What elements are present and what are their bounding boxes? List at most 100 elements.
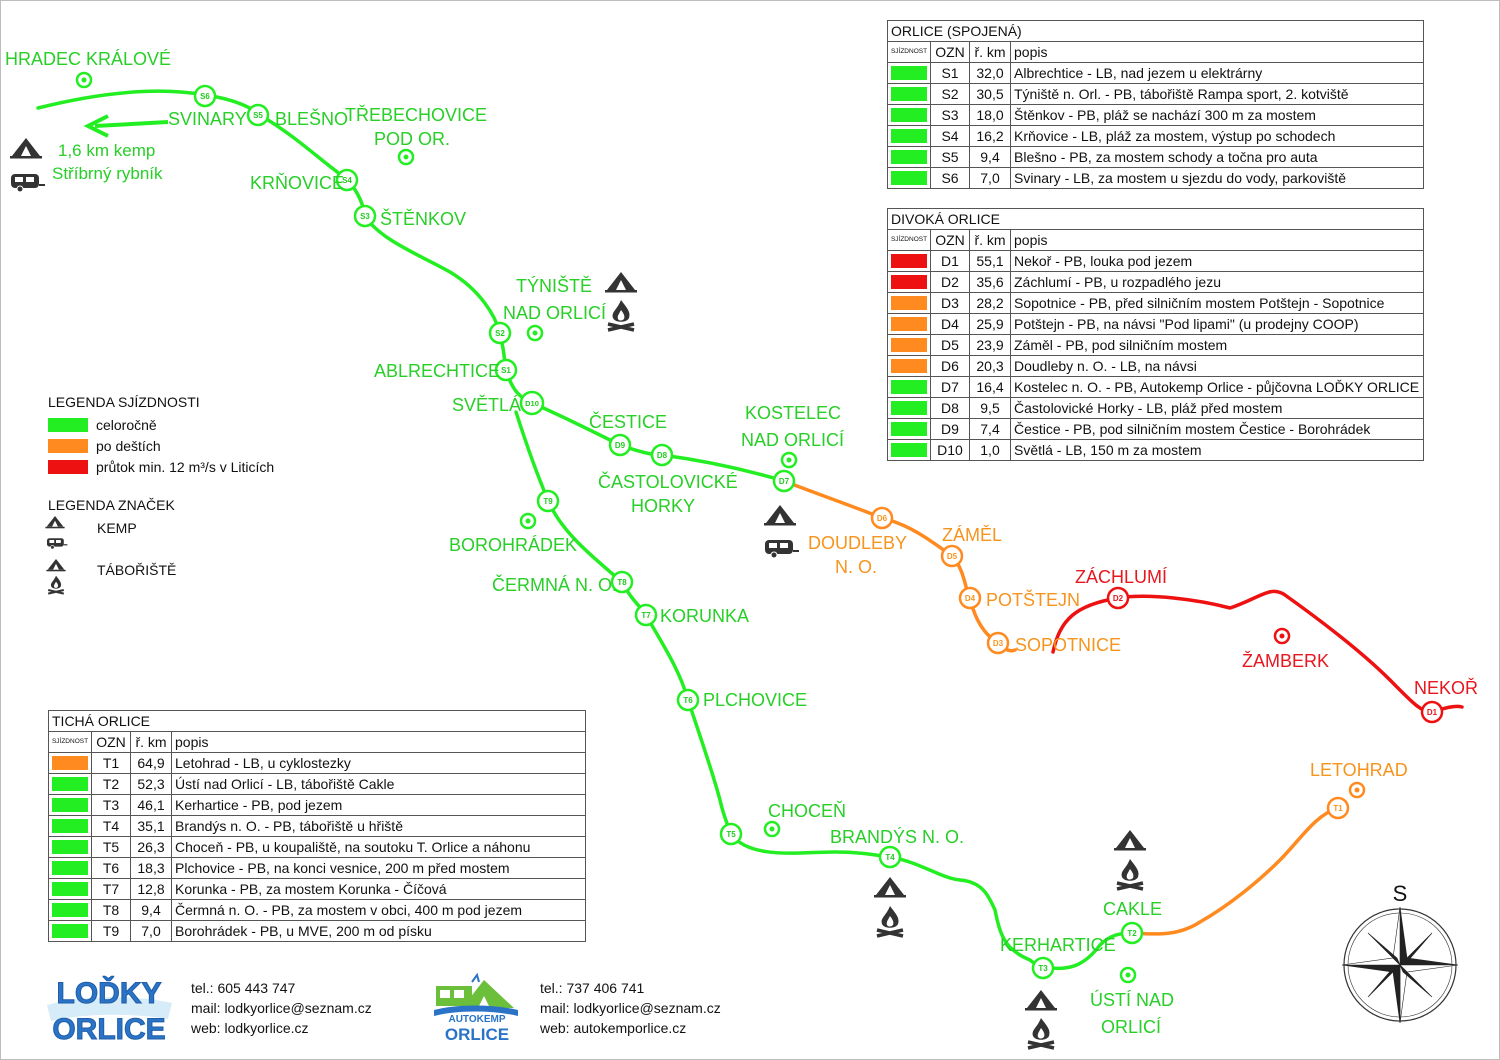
sjizdnost-swatch	[49, 879, 92, 899]
svg-text:ORLICE: ORLICE	[52, 1013, 165, 1046]
status-color	[52, 756, 88, 770]
cell-popis: Choceň - PB, u koupaliště, na soutoku T.…	[175, 839, 531, 855]
place-potstejn: POTŠTEJN	[986, 589, 1080, 610]
tent-icon	[874, 877, 906, 898]
cell-km: 23,9	[970, 335, 1011, 355]
place-doudleby-2: N. O.	[835, 557, 877, 577]
place-cakle: CAKLE	[1103, 899, 1162, 919]
contact-mail[interactable]: mail: lodkyorlice@seznam.cz	[540, 1000, 721, 1016]
kemp-arrow	[83, 114, 169, 138]
sjizdnost-swatch	[49, 837, 92, 857]
contact-mail[interactable]: mail: lodkyorlice@seznam.cz	[191, 1000, 372, 1016]
status-color	[891, 422, 927, 436]
place-doudleby-1: DOUDLEBY	[808, 533, 907, 553]
cell-popis: Svinary - LB, za mostem u sjezdu do vody…	[1014, 170, 1346, 186]
place-kostelec-1: KOSTELEC	[745, 403, 841, 423]
station-t9: T9	[536, 489, 560, 513]
table-title: TICHÁ ORLICE	[49, 711, 585, 732]
status-color	[891, 296, 927, 310]
status-color	[891, 338, 927, 352]
cell-km: 32,0	[970, 63, 1011, 83]
place-svinary: SVINARY	[168, 109, 247, 129]
cell-km: 25,9	[970, 314, 1011, 334]
contact-lodky: tel.: 605 443 747 mail: lodkyorlice@sezn…	[191, 978, 372, 1038]
cell-ozn: T7	[92, 879, 131, 899]
caravan-icon	[10, 173, 46, 193]
status-color	[891, 317, 927, 331]
cell-km: 20,3	[970, 356, 1011, 376]
kemp-note-2: Stříbrný rybník	[52, 164, 163, 183]
sjizdnost-swatch	[888, 147, 931, 167]
place-ablrechtice: ABLRECHTICE	[374, 361, 500, 381]
status-color	[52, 819, 88, 833]
sjizdnost-swatch	[888, 105, 931, 125]
station-t7: T7	[634, 603, 658, 627]
station-t5: T5	[719, 822, 743, 846]
station-t8: T8	[610, 570, 634, 594]
lodky-orlice-logo: LOĎKY ORLICE	[47, 976, 172, 1047]
cell-km: 7,4	[970, 419, 1011, 439]
svg-text:S2: S2	[495, 329, 505, 338]
svg-text:T4: T4	[885, 853, 895, 862]
kemp-note-1: 1,6 km kemp	[58, 141, 155, 160]
town-marker-zamberk	[1273, 627, 1291, 645]
place-zachlumi: ZÁCHLUMÍ	[1075, 567, 1167, 587]
svg-text:S6: S6	[200, 92, 210, 101]
town-marker-tyniste	[526, 324, 544, 342]
place-plchovice: PLCHOVICE	[703, 690, 807, 710]
col-km: ř. km	[970, 230, 1011, 250]
place-borohradek: BOROHRÁDEK	[449, 535, 577, 555]
campfire-icon	[47, 574, 65, 595]
legend-swatch	[48, 438, 88, 453]
town-marker-trebechovice	[397, 148, 415, 166]
col-sjizdnost: SJÍZDNOST	[888, 230, 931, 250]
cell-km: 9,4	[970, 147, 1011, 167]
legend-label: průtok min. 12 m³/s v Liticích	[96, 458, 275, 475]
station-d8: D8	[650, 443, 674, 467]
contact-web[interactable]: web: autokemporlice.cz	[540, 1020, 687, 1036]
svg-text:S1: S1	[501, 366, 511, 375]
cell-km: 35,6	[970, 272, 1011, 292]
campfire-icon	[1115, 857, 1145, 891]
svg-text:D9: D9	[615, 441, 626, 450]
svg-text:T3: T3	[1038, 964, 1048, 973]
cell-popis: Světlá - LB, 150 m za mostem	[1014, 442, 1202, 458]
cell-ozn: S5	[931, 147, 970, 167]
sjizdnost-swatch	[888, 126, 931, 146]
status-color	[52, 882, 88, 896]
cell-popis: Sopotnice - PB, před silničním mostem Po…	[1014, 295, 1385, 311]
place-kostelec-2: NAD ORLICÍ	[741, 430, 844, 450]
place-zamel: ZÁMĚL	[942, 525, 1002, 545]
river-ticha-orange	[1130, 806, 1340, 936]
place-castolovicke-2: HORKY	[631, 496, 695, 516]
town-marker-letohrad	[1348, 781, 1366, 799]
col-km: ř. km	[131, 732, 172, 752]
contact-web[interactable]: web: lodkyorlice.cz	[191, 1020, 309, 1036]
tent-icon	[1114, 830, 1146, 851]
legend-item: průtok min. 12 m³/s v Liticích	[48, 456, 274, 477]
caravan-icon	[46, 537, 68, 550]
col-ozn: OZN	[92, 732, 131, 752]
cell-km: 16,4	[970, 377, 1011, 397]
legend-item: celoročně	[48, 414, 274, 435]
svg-text:S5: S5	[253, 111, 263, 120]
cell-ozn: D9	[931, 419, 970, 439]
svg-text:ORLICE: ORLICE	[445, 1025, 509, 1044]
svg-text:T9: T9	[543, 497, 553, 506]
cell-km: 12,8	[131, 879, 172, 899]
town-marker-usti	[1119, 966, 1137, 984]
cell-ozn: T8	[92, 900, 131, 920]
station-s6: S6	[193, 84, 217, 108]
river-divoka-orange	[782, 479, 1017, 653]
contact-autokemp: tel.: 737 406 741 mail: lodkyorlice@sezn…	[540, 978, 721, 1038]
cell-ozn: S1	[931, 63, 970, 83]
cell-ozn: D4	[931, 314, 970, 334]
table-ticha-orlice: TICHÁ ORLICE SJÍZDNOST OZN ř. km popis T…	[48, 710, 586, 942]
status-color	[891, 108, 927, 122]
